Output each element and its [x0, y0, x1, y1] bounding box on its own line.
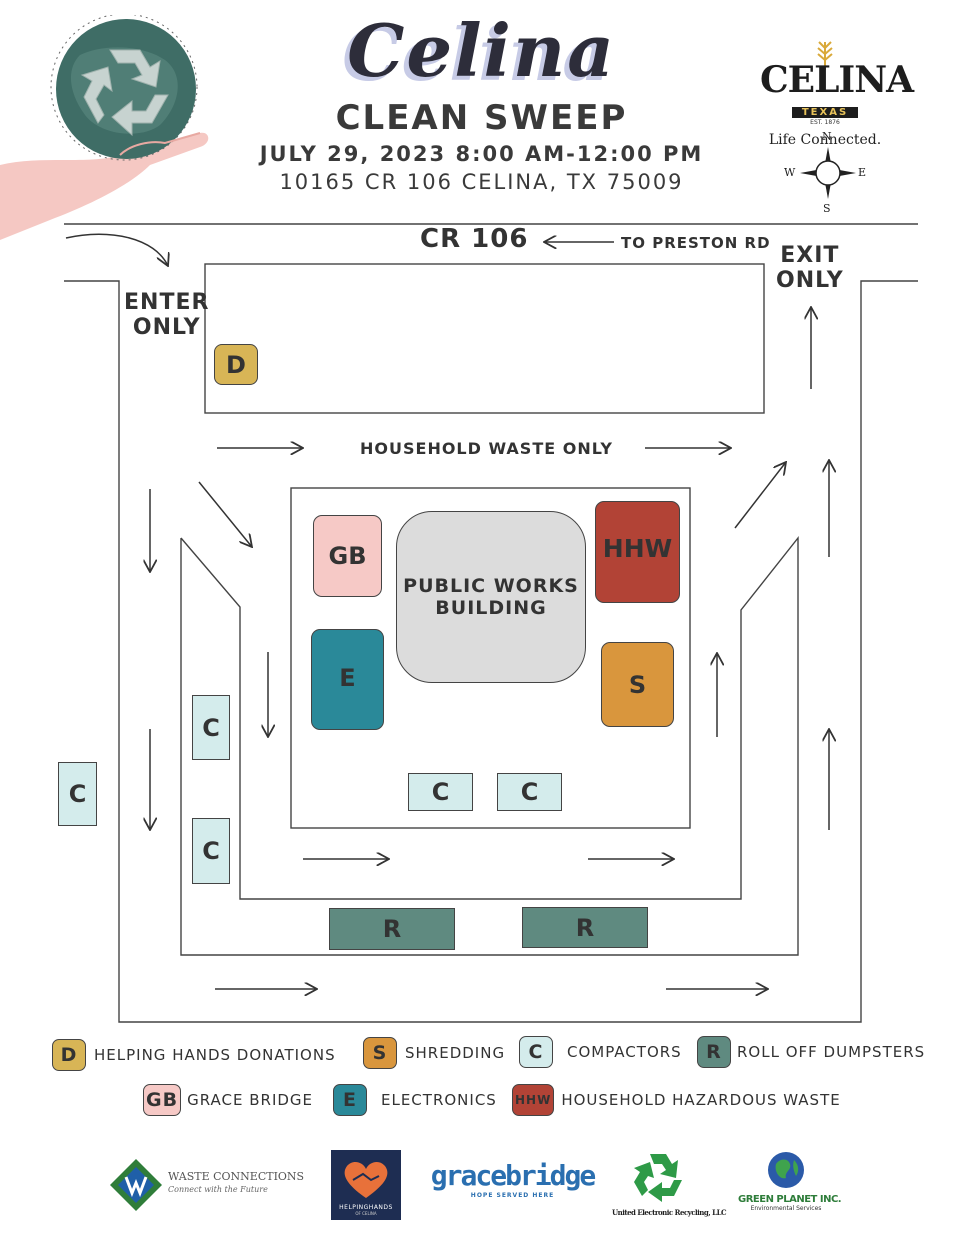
building-label: PUBLIC WORKS BUILDING — [403, 575, 579, 619]
legend-roll-off-dumpsters: R ROLL OFF DUMPSTERS — [697, 1036, 925, 1068]
recycle-icon — [633, 1154, 682, 1202]
station-code: GB — [328, 542, 367, 570]
station-roll-off-dumpster: R — [329, 908, 455, 950]
celina-logo-name: CELINA — [760, 59, 914, 101]
station-code: R — [575, 913, 595, 942]
station-compactor: C — [192, 695, 230, 760]
event-title-script: Celina — [347, 8, 616, 93]
city-of-celina-logo: CELINA TEXAS EST. 1876 Life Connected. — [760, 40, 914, 148]
compass-south-label: S — [823, 202, 831, 215]
station-roll-off-dumpster: R — [522, 907, 648, 948]
united-electronic-recycling-logo: United Electronic Recycling, LLC — [612, 1150, 727, 1220]
green-planet-logo: GREEN PLANET INC. Environmental Services — [738, 1150, 842, 1220]
station-code: D — [226, 350, 246, 379]
globe-icon — [768, 1152, 804, 1188]
station-code: R — [382, 915, 402, 943]
station-code: E — [339, 664, 356, 692]
household-waste-only-label: HOUSEHOLD WASTE ONLY — [360, 439, 614, 458]
celina-logo-state: TEXAS — [791, 107, 859, 118]
grace-bridge-logo: gracebridge HOPE SERVED HERE — [430, 1159, 596, 1215]
recycle-globe-hand-illustration — [0, 15, 209, 240]
station-grace-bridge: GB — [313, 515, 382, 597]
waste-connections-name: WASTE CONNECTIONS — [168, 1170, 305, 1183]
road-name-label: CR 106 — [420, 224, 529, 254]
station-household-hazardous-waste: HHW — [595, 501, 680, 603]
helping-hands-sub: OF CELINA — [355, 1211, 377, 1216]
helping-hands-logo: HELPINGHANDS OF CELINA — [331, 1150, 401, 1220]
compass-north-label: N — [822, 130, 832, 143]
legend-label: SHREDDING — [405, 1044, 506, 1062]
station-compactor: C — [58, 762, 97, 826]
grace-bridge-tagline: HOPE SERVED HERE — [470, 1192, 555, 1199]
legend-label: HOUSEHOLD HAZARDOUS WASTE — [561, 1091, 841, 1109]
station-code: C — [520, 778, 539, 806]
waste-connections-logo: WASTE CONNECTIONS Connect with the Futur… — [108, 1155, 305, 1215]
compass-east-label: E — [858, 166, 867, 179]
station-code: C — [431, 778, 450, 806]
legend-household-hazardous-waste: HHW HOUSEHOLD HAZARDOUS WASTE — [512, 1084, 841, 1116]
event-date-time: JULY 29, 2023 8:00 AM-12:00 PM — [259, 142, 704, 166]
road-direction-label: TO PRESTON RD — [621, 234, 771, 252]
waste-connections-emblem-icon — [110, 1159, 162, 1211]
legend-compactors: C COMPACTORS — [519, 1036, 682, 1068]
wheat-icon — [817, 41, 833, 70]
event-address: 10165 CR 106 CELINA, TX 75009 — [279, 170, 684, 194]
station-compactor: C — [192, 818, 230, 884]
station-code: C — [202, 837, 220, 865]
legend-badge: S — [363, 1037, 397, 1069]
station-compactor: C — [408, 773, 473, 811]
legend-badge: GB — [143, 1084, 182, 1116]
station-helping-hands-donations: D — [214, 344, 258, 385]
waste-connections-tagline: Connect with the Future — [168, 1185, 268, 1194]
legend-badge: R — [697, 1036, 731, 1068]
station-code: C — [68, 780, 87, 808]
event-title: CLEAN SWEEP — [335, 98, 628, 138]
celina-logo-tagline: Life Connected. — [768, 132, 882, 148]
station-code: C — [202, 713, 220, 742]
legend-badge: D — [52, 1039, 86, 1071]
station-electronics: E — [311, 629, 384, 730]
compass-west-label: W — [784, 166, 796, 179]
helping-hands-name: HELPINGHANDS — [339, 1204, 393, 1211]
station-shredding: S — [601, 642, 674, 727]
legend-label: COMPACTORS — [567, 1043, 682, 1061]
station-code: HHW — [602, 534, 673, 563]
legend-label: ELECTRONICS — [381, 1091, 497, 1109]
united-electronic-recycling-name: United Electronic Recycling, LLC — [612, 1208, 727, 1217]
station-code: S — [628, 670, 647, 699]
green-planet-tagline: Environmental Services — [750, 1205, 822, 1212]
legend-badge: HHW — [512, 1084, 555, 1116]
legend-electronics: E ELECTRONICS — [333, 1084, 497, 1116]
legend-shredding: S SHREDDING — [363, 1037, 505, 1069]
legend-helping-hands-donations: D HELPING HANDS DONATIONS — [52, 1039, 336, 1071]
legend-label: HELPING HANDS DONATIONS — [94, 1046, 336, 1064]
compass-rose-icon — [800, 147, 856, 199]
celina-logo-established: EST. 1876 — [810, 119, 840, 126]
legend-label: GRACE BRIDGE — [187, 1091, 314, 1109]
heart-hands-icon — [344, 1162, 388, 1198]
legend-grace-bridge: GB GRACE BRIDGE — [143, 1084, 313, 1116]
public-works-building: PUBLIC WORKS BUILDING — [396, 511, 586, 683]
grace-bridge-name: gracebridge — [430, 1159, 596, 1192]
legend-badge: E — [333, 1084, 367, 1116]
legend-badge: C — [519, 1036, 553, 1068]
legend-label: ROLL OFF DUMPSTERS — [737, 1043, 926, 1061]
green-planet-name: GREEN PLANET INC. — [738, 1194, 842, 1205]
station-compactor: C — [497, 773, 562, 811]
